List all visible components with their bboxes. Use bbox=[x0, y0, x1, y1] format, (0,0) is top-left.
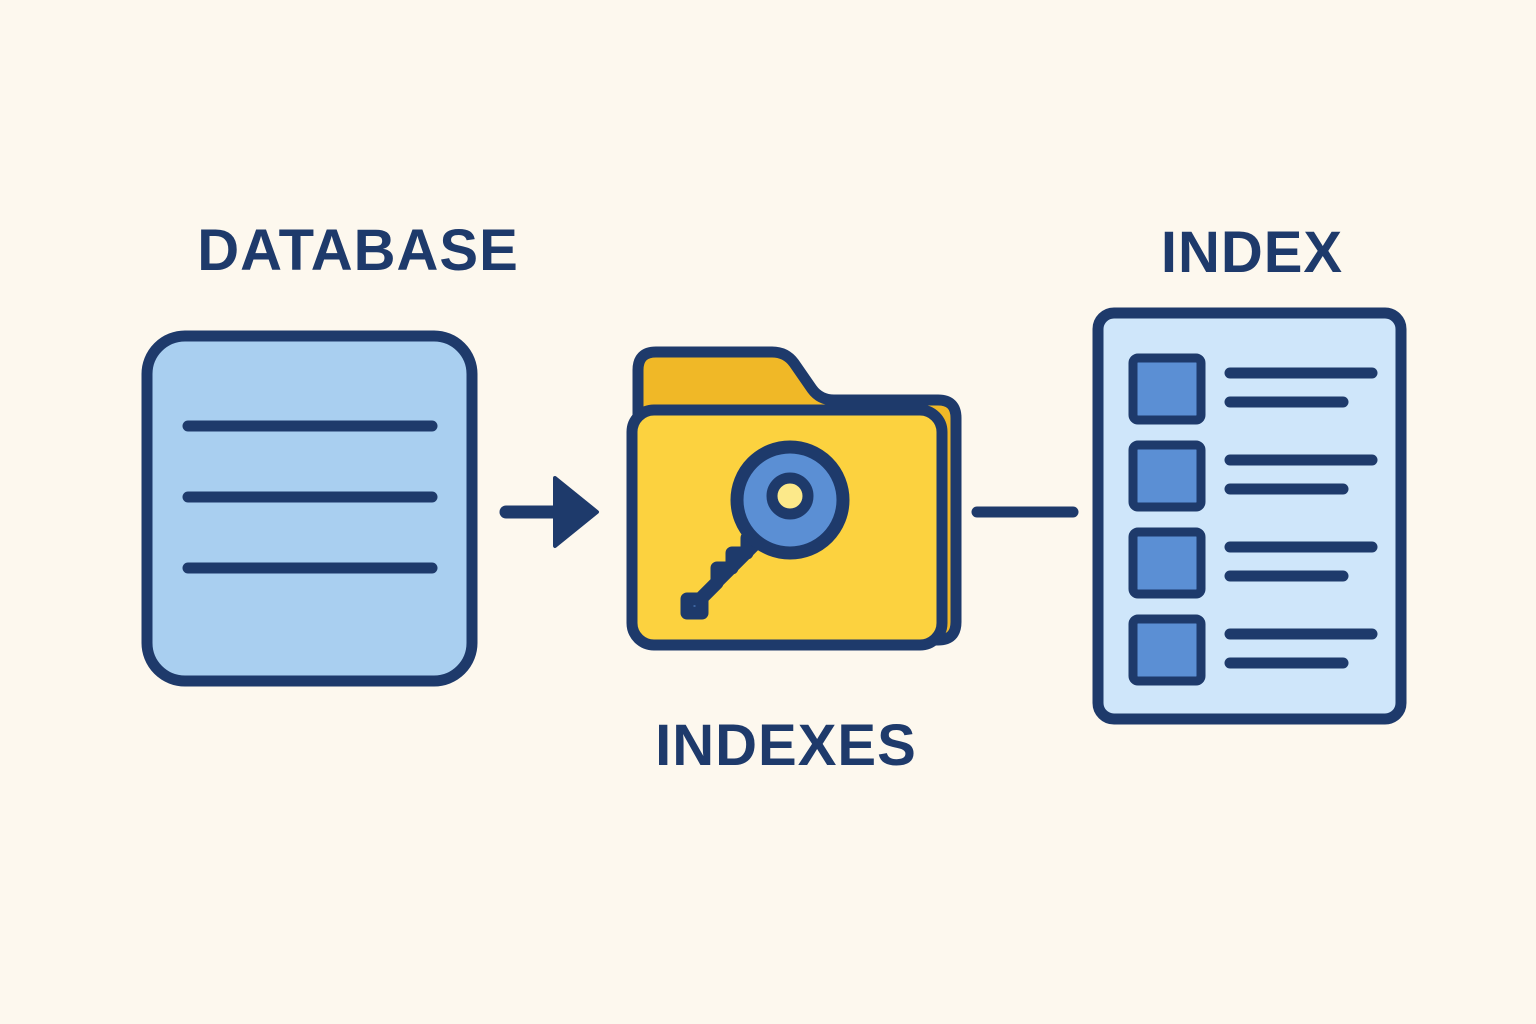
index-row-1[interactable] bbox=[1128, 353, 1378, 425]
index-row-2-swatch bbox=[1128, 440, 1206, 512]
index-row-3[interactable] bbox=[1128, 527, 1378, 599]
database-card-body bbox=[141, 330, 478, 687]
database-card[interactable] bbox=[141, 330, 478, 687]
index-row-4[interactable] bbox=[1128, 614, 1378, 686]
key-icon bbox=[680, 440, 850, 620]
index-row-4-swatch bbox=[1128, 614, 1206, 686]
database-label: DATABASE bbox=[197, 218, 519, 283]
indexes-folder[interactable] bbox=[626, 346, 962, 651]
index-document[interactable] bbox=[1092, 307, 1407, 725]
indexes-label: INDEXES bbox=[655, 713, 917, 778]
index-label: INDEX bbox=[1161, 220, 1343, 285]
index-row-3-swatch bbox=[1128, 527, 1206, 599]
key-hole bbox=[766, 472, 814, 520]
index-row-2[interactable] bbox=[1128, 440, 1378, 512]
database-to-indexes-arrow bbox=[499, 476, 599, 548]
arrow-head bbox=[553, 476, 599, 548]
index-row-1-swatch bbox=[1128, 353, 1206, 425]
